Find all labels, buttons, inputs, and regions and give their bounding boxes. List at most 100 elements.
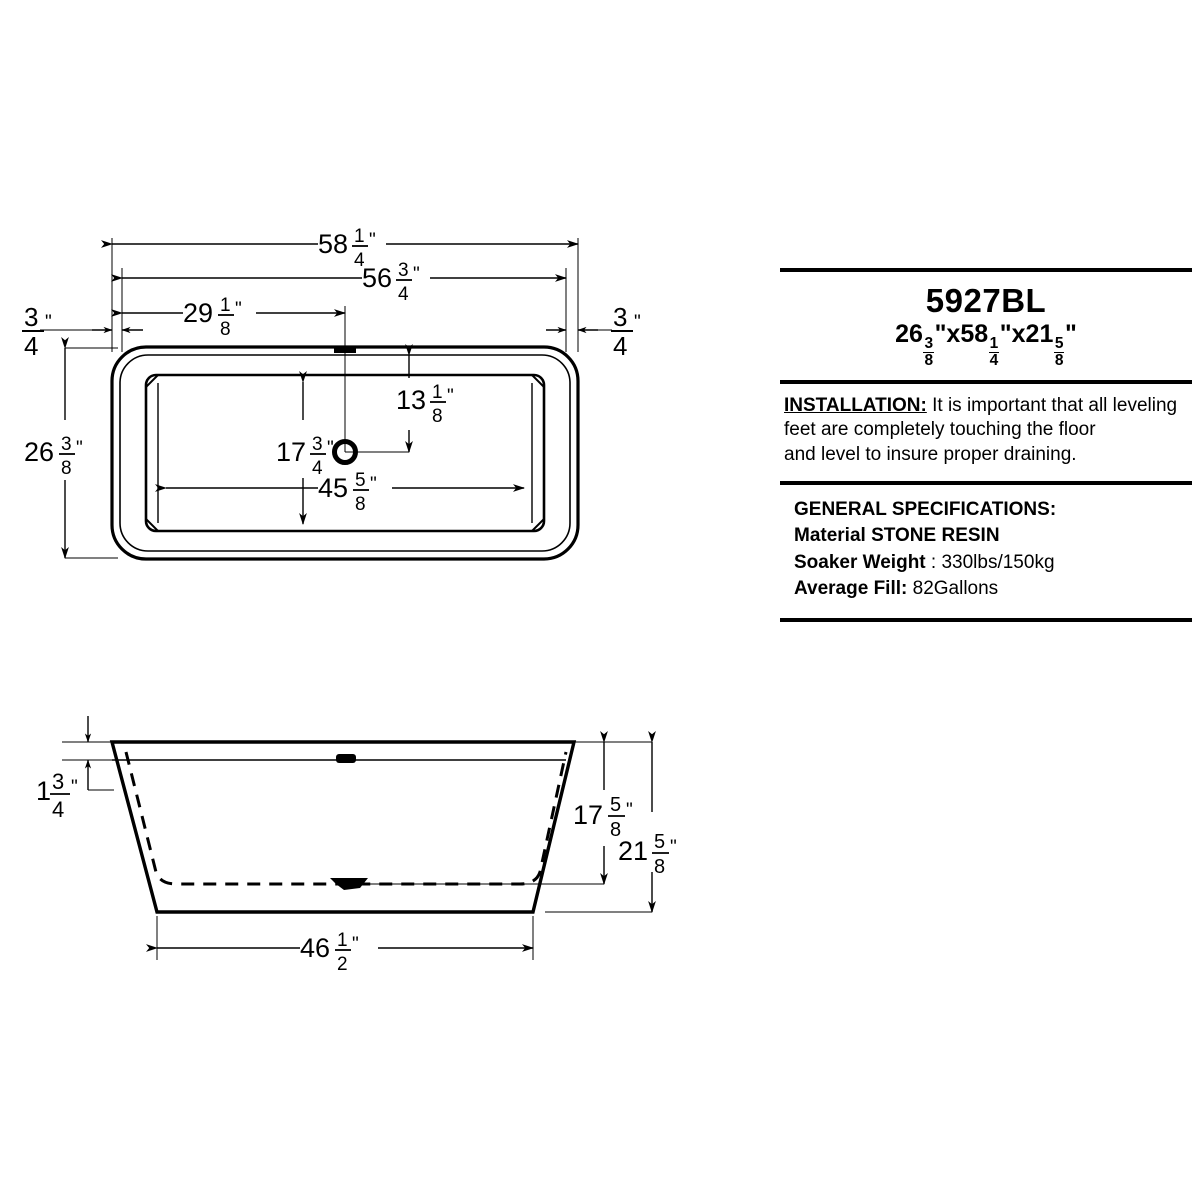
installation-line-3: and level to insure proper draining. [784,443,1077,465]
svg-text:1: 1 [220,295,231,316]
drain-fitting-side-view [330,878,368,890]
svg-text:5: 5 [610,794,621,816]
panel-divider-mid-2 [780,481,1192,486]
svg-text:": " [45,312,52,333]
svg-text:3: 3 [24,302,38,332]
label-drain-from-bottom: 17 3 4 " [276,434,334,479]
svg-text:": " [626,800,633,821]
svg-text:": " [413,264,420,285]
model-number: 5927BL [925,282,1047,319]
svg-text:26: 26 [24,437,54,467]
svg-text:3: 3 [61,434,72,455]
svg-text:29: 29 [183,298,213,328]
svg-text:17: 17 [276,437,306,467]
spec-row-fill-label: Average Fill: [794,577,908,599]
spec-row-fill: Average Fill: 82Gallons [794,576,1192,602]
label-overall-height: 21 5 8 " [618,831,677,878]
installation-label: INSTALLATION: [784,395,927,417]
svg-text:": " [327,438,334,459]
dim-drain-offset-top [345,344,413,453]
svg-text:4: 4 [24,331,38,361]
svg-text:": " [71,777,78,798]
tub-basin-chamfer-lines [157,383,533,523]
svg-text:17: 17 [573,800,603,830]
svg-text:1: 1 [354,226,365,247]
dimension-labels: 58 1 4 " 56 3 4 " 29 1 8 " 3 4 " [22,226,677,975]
tub-outer-edge-inner [119,354,571,552]
top-view-extension-lines [40,238,612,559]
installation-note: INSTALLATION: It is important that all l… [784,394,1192,467]
spec-row-material-label: Material STONE RESIN [794,525,1000,547]
svg-text:": " [76,438,83,459]
label-drain-from-left: 29 1 8 " [183,295,242,340]
overflow-fitting-side-view [336,754,356,763]
svg-text:21: 21 [618,836,648,866]
svg-text:3: 3 [52,769,64,794]
label-drain-offset-top: 13 1 8 " [396,382,454,427]
svg-text:4: 4 [613,331,627,361]
svg-text:3: 3 [613,302,627,332]
svg-text:56: 56 [362,263,392,293]
label-overall-width: 26 3 8 " [24,434,83,479]
panel-divider-top [780,268,1192,272]
svg-text:": " [369,230,376,251]
model-length-value: 58 [960,319,989,348]
svg-text:8: 8 [61,458,72,479]
general-specifications: GENERAL SPECIFICATIONS: Material STONE R… [794,497,1192,602]
svg-text:": " [634,312,641,333]
label-wall-thickness-right: 3 4 " [611,302,641,361]
spec-row-material: Material STONE RESIN [794,523,1192,549]
label-overall-length: 58 1 4 " [318,226,376,271]
model-height-value: 21 [1025,319,1054,348]
svg-text:": " [670,837,677,858]
model-width-value: 26 [895,319,923,348]
svg-text:1: 1 [432,382,443,403]
svg-text:3: 3 [398,260,409,281]
svg-text:4: 4 [312,458,323,479]
svg-text:": " [370,474,377,495]
svg-text:8: 8 [610,819,621,841]
label-basin-length: 45 5 8 " [318,470,377,515]
spec-row-weight-label: Soaker Weight [794,551,926,573]
svg-text:1: 1 [337,930,348,951]
svg-text:46: 46 [300,933,330,963]
model-sep-2: "x [999,319,1026,348]
svg-text:58: 58 [318,229,348,259]
svg-text:13: 13 [396,385,426,415]
tub-side-profile [109,740,577,914]
model-sep-1: "x [934,319,961,348]
side-view-extension-lines [62,716,652,960]
label-inner-length: 56 3 4 " [362,260,420,305]
svg-text:8: 8 [432,406,443,427]
installation-line-1: It is important that all leveling [926,395,1178,417]
svg-text:5: 5 [355,470,366,491]
svg-text:": " [352,934,359,955]
top-view-group [40,238,612,561]
panel-divider-mid-1 [780,380,1192,385]
svg-text:45: 45 [318,473,348,503]
svg-text:8: 8 [355,494,366,515]
label-wall-thickness-left: 3 4 " [22,302,52,361]
side-view-group [62,716,656,960]
svg-text:8: 8 [654,856,665,878]
label-base-length: 46 1 2 " [300,930,359,975]
spec-row-fill-value: 82Gallons [907,577,999,599]
label-interior-depth: 17 5 8 " [573,794,633,841]
svg-text:4: 4 [354,250,365,271]
svg-text:4: 4 [398,284,409,305]
general-specifications-heading: GENERAL SPECIFICATIONS: [794,499,1057,521]
spec-row-weight-value: : 330lbs/150kg [925,551,1055,573]
tub-basin-outline [145,374,545,532]
svg-text:3: 3 [312,434,323,455]
svg-text:4: 4 [52,797,64,822]
svg-text:5: 5 [654,831,665,853]
svg-text:": " [447,386,454,407]
svg-text:2: 2 [337,954,348,975]
